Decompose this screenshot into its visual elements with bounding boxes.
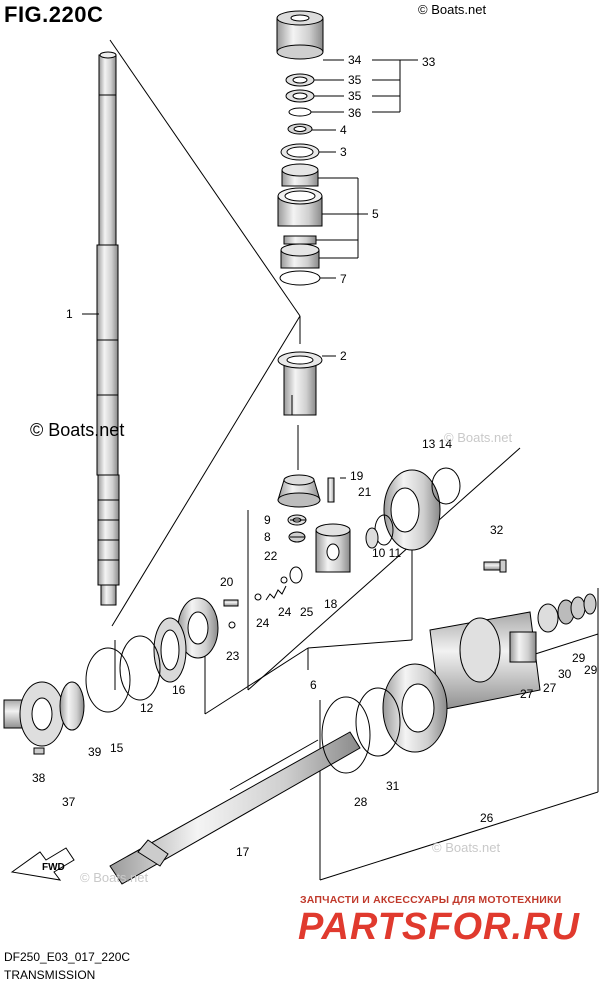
callout-13-14: 13 14: [422, 437, 452, 451]
watermark-bottom-left: © Boats.net: [80, 870, 149, 885]
part-16-thrust-bearing: [153, 617, 187, 683]
part-29-seal-b: [583, 593, 597, 615]
diagram-code: DF250_E03_017_220C: [4, 950, 131, 964]
part-31-oring: [355, 687, 401, 757]
shop-logo: PARTSFOR.RU: [298, 906, 580, 948]
watermark-mid-right: © Boats.net: [444, 430, 513, 445]
callout-21: 21: [358, 485, 372, 499]
guide-lines: [109, 39, 599, 881]
callout-1: 1: [66, 307, 73, 321]
callout-32: 32: [490, 523, 504, 537]
callout-7: 7: [340, 272, 347, 286]
callout-38: 38: [32, 771, 46, 785]
callout-26: 26: [480, 811, 494, 825]
part-19-pin: [327, 477, 335, 503]
callout-15: 15: [110, 741, 124, 755]
pinion-gear: [277, 474, 321, 508]
part-29-seal-a: [570, 596, 586, 620]
callout-25: 25: [300, 605, 314, 619]
callout-27b: 27: [520, 687, 534, 701]
callout-35b: 35: [348, 89, 362, 103]
watermark-bottom-right: © Boats.net: [432, 840, 501, 855]
part-36-circlip: [288, 107, 312, 117]
callout-8: 8: [264, 530, 271, 544]
callout-16: 16: [172, 683, 186, 697]
part-35-bearing-lower: [285, 89, 315, 103]
callout-30: 30: [558, 667, 572, 681]
part-24-ball-b: [280, 576, 288, 584]
part-22-spring: [265, 585, 287, 601]
callout-29a: 29: [572, 651, 586, 665]
callout-22: 22: [264, 549, 278, 563]
part-34-bearing-housing: [276, 10, 324, 60]
part-4-washer: [287, 123, 313, 135]
part-2-sleeve: [277, 351, 323, 416]
callout-27a: 27: [543, 681, 557, 695]
part-1-driveshaft: [96, 51, 120, 606]
callout-31: 31: [386, 779, 400, 793]
part-3-race: [280, 143, 320, 161]
watermark-top: © Boats.net: [418, 2, 487, 17]
diagram-name: TRANSMISSION: [4, 968, 96, 982]
callout-17: 17: [236, 845, 250, 859]
callout-35a: 35: [348, 73, 362, 87]
callout-39: 39: [88, 745, 102, 759]
callout-28: 28: [354, 795, 368, 809]
callout-24b: 24: [256, 616, 270, 630]
part-35-bearing-upper: [285, 73, 315, 87]
callout-33: 33: [422, 55, 436, 69]
part-25-ring: [289, 566, 303, 584]
callout-19: 19: [350, 469, 364, 483]
part-17-propeller-shaft: [109, 731, 361, 885]
callout-23: 23: [226, 649, 240, 663]
callout-20: 20: [220, 575, 234, 589]
part-5-bearing-set: [277, 163, 323, 269]
part-28-oring: [321, 696, 371, 774]
reverse-gear: [177, 597, 219, 659]
leader-lines: [82, 59, 418, 538]
callout-29b: 29: [584, 663, 598, 677]
part-12-washer: [119, 635, 161, 701]
callout-4: 4: [340, 123, 347, 137]
fwd-arrow: FWD: [10, 847, 75, 881]
part-37-bearing-housing: [3, 681, 65, 747]
callout-36: 36: [348, 106, 362, 120]
part-15-washer: [85, 647, 131, 713]
callout-3: 3: [340, 145, 347, 159]
part-27-bearing-b: [537, 603, 559, 633]
watermark-middle: © Boats.net: [30, 420, 125, 440]
shop-tagline: ЗАПЧАСТИ И АКСЕССУАРЫ ДЛЯ МОТОТЕХНИКИ: [300, 894, 562, 906]
callout-5: 5: [372, 207, 379, 221]
part-27-bearing-a: [509, 631, 537, 663]
part-32-bolt: [483, 559, 507, 573]
part-14-shim-ring: [431, 467, 461, 505]
part-24-ball-a: [254, 593, 262, 601]
part-18-clutch-dog: [315, 523, 351, 573]
part-39-bearing: [59, 681, 85, 731]
callout-24a: 24: [278, 605, 292, 619]
callout-labels: 34 33 35 35 36 4 3 5 7 2 1 13 14 19 21 9…: [32, 53, 598, 859]
figure-title: FIG.220C: [4, 2, 104, 27]
callout-10-11: 10 11: [372, 546, 401, 560]
callout-18: 18: [324, 597, 338, 611]
callout-34: 34: [348, 53, 362, 67]
fwd-label: FWD: [42, 862, 65, 873]
part-10-11-shims: [365, 527, 379, 549]
part-23-ball: [228, 621, 236, 629]
part-13-forward-gear: [383, 469, 441, 551]
part-7-shim: [279, 270, 321, 286]
part-38-pin: [33, 747, 45, 755]
callout-6: 6: [310, 678, 317, 692]
part-20-pin: [223, 599, 239, 607]
callout-2: 2: [340, 349, 347, 363]
callout-37: 37: [62, 795, 76, 809]
callout-9: 9: [264, 513, 271, 527]
callout-12: 12: [140, 701, 154, 715]
